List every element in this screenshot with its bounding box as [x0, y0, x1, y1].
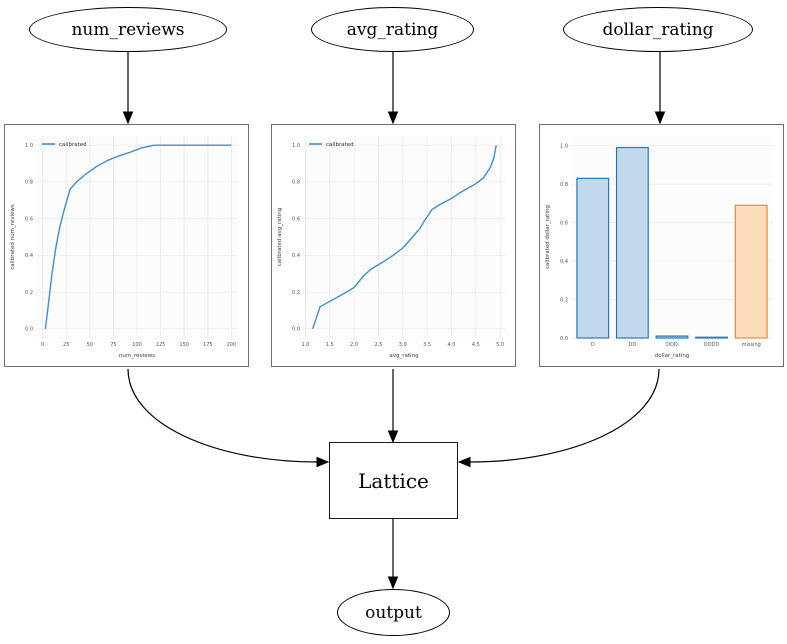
svg-text:calibrated: calibrated [59, 142, 87, 148]
svg-text:0.0: 0.0 [25, 327, 33, 333]
arrowhead-icon [387, 576, 399, 590]
node-output-label: output [365, 602, 422, 623]
svg-text:DDDD: DDDD [704, 342, 720, 348]
node-avg-rating: avg_rating [311, 7, 474, 52]
svg-text:2.0: 2.0 [350, 342, 358, 348]
svg-text:1.0: 1.0 [560, 143, 568, 149]
node-lattice: Lattice [329, 442, 458, 519]
svg-text:0.4: 0.4 [25, 253, 33, 259]
svg-text:200: 200 [227, 342, 237, 348]
svg-text:0.0: 0.0 [560, 336, 568, 342]
arrowhead-icon [387, 430, 399, 444]
svg-text:0.6: 0.6 [25, 216, 33, 222]
svg-text:calibrated avg_rating: calibrated avg_rating [277, 208, 283, 267]
node-dollar-rating: dollar_rating [563, 7, 753, 52]
svg-text:1.0: 1.0 [292, 143, 300, 149]
node-output: output [337, 589, 450, 636]
svg-text:3.5: 3.5 [423, 342, 431, 348]
svg-text:dollar_rating: dollar_rating [655, 353, 690, 359]
svg-text:50: 50 [87, 342, 93, 348]
svg-text:0: 0 [41, 342, 44, 348]
arrowhead-icon [457, 456, 471, 468]
svg-text:0.8: 0.8 [292, 180, 300, 186]
svg-text:DDD: DDD [666, 342, 678, 348]
node-num-reviews-label: num_reviews [71, 19, 185, 40]
svg-text:missing: missing [742, 342, 761, 348]
svg-text:1.0: 1.0 [25, 143, 33, 149]
svg-text:1.5: 1.5 [326, 342, 334, 348]
arrowhead-icon [316, 456, 330, 468]
svg-text:0.0: 0.0 [292, 327, 300, 333]
svg-text:0.6: 0.6 [292, 216, 300, 222]
node-dollar-rating-label: dollar_rating [602, 19, 714, 40]
svg-text:5.0: 5.0 [496, 342, 504, 348]
svg-text:0.8: 0.8 [560, 182, 568, 188]
svg-text:0.2: 0.2 [25, 290, 33, 296]
svg-text:0.8: 0.8 [25, 180, 33, 186]
svg-text:4.5: 4.5 [472, 342, 480, 348]
calibrator-chart-avg-rating: calibrated 0.0 0.2 0.4 0.6 0.8 1.0 1.0 1.5 2.0 2.5… [271, 124, 516, 367]
svg-text:75: 75 [110, 342, 116, 348]
svg-text:3.0: 3.0 [399, 342, 407, 348]
svg-text:1.0: 1.0 [301, 342, 309, 348]
svg-text:0.6: 0.6 [560, 220, 568, 226]
svg-text:150: 150 [179, 342, 189, 348]
svg-text:0.4: 0.4 [560, 259, 568, 265]
node-avg-rating-label: avg_rating [346, 19, 439, 40]
edge-calibrator1-to-lattice [127, 368, 318, 463]
svg-text:2.5: 2.5 [374, 342, 382, 348]
svg-text:DD: DD [629, 342, 637, 348]
node-lattice-label: Lattice [358, 468, 429, 493]
arrowhead-icon [654, 111, 666, 125]
arrowhead-icon [122, 111, 134, 125]
svg-text:0.4: 0.4 [292, 253, 300, 259]
svg-text:125: 125 [156, 342, 166, 348]
svg-text:25: 25 [63, 342, 69, 348]
svg-text:D: D [591, 342, 595, 348]
calibrator-chart-num-reviews: calibrated 0.0 0.2 0.4 0.6 0.8 1.0 0 25 50 75 100 12… [4, 124, 249, 367]
svg-text:0.2: 0.2 [560, 297, 568, 303]
edge-calibrator3-to-lattice [469, 368, 660, 463]
svg-text:calibrated dollar_rating: calibrated dollar_rating [545, 205, 551, 269]
svg-text:calibrated num_reviews: calibrated num_reviews [10, 204, 16, 270]
svg-text:175: 175 [203, 342, 213, 348]
node-num-reviews: num_reviews [29, 7, 227, 52]
svg-text:num_reviews: num_reviews [119, 353, 155, 359]
svg-text:0.2: 0.2 [292, 290, 300, 296]
svg-text:avg_rating: avg_rating [389, 353, 418, 359]
svg-text:100: 100 [132, 342, 142, 348]
arrowhead-icon [387, 111, 399, 125]
svg-text:4.0: 4.0 [447, 342, 455, 348]
svg-text:calibrated: calibrated [326, 142, 354, 148]
